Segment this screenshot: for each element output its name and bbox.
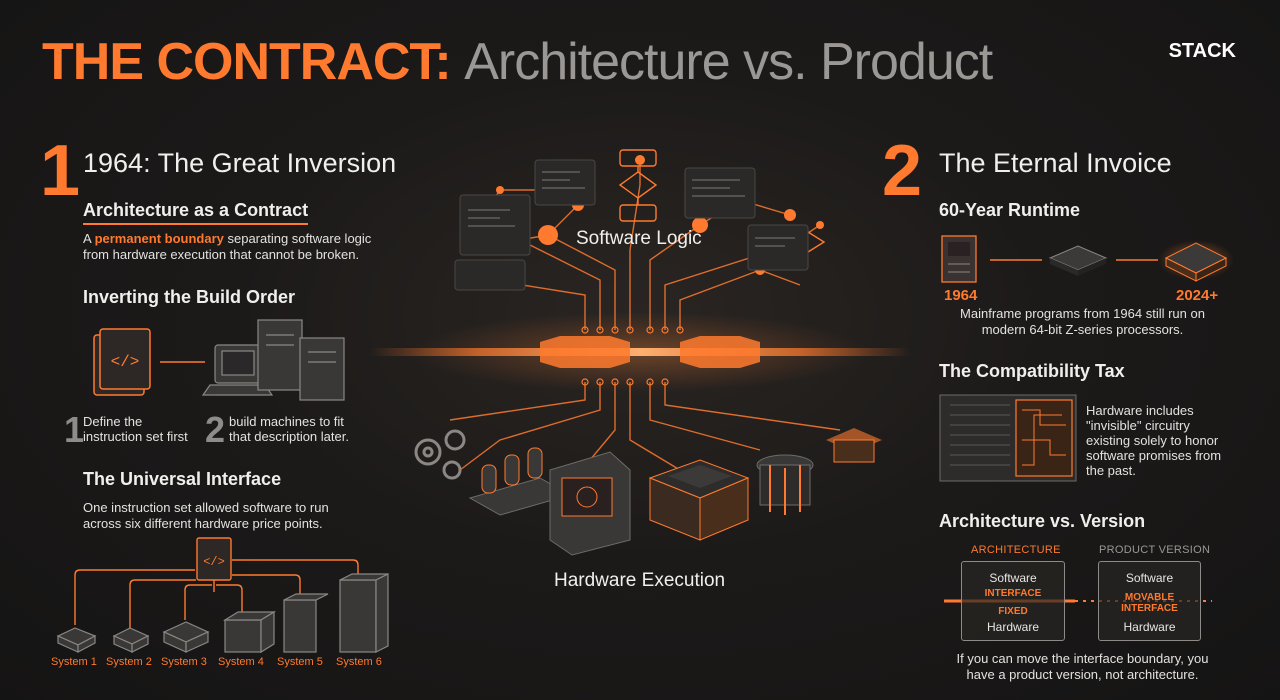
mainframe-1964-icon — [941, 235, 977, 283]
product-version-label: PRODUCT VERSION — [1099, 544, 1211, 556]
chip-modern-icon — [1158, 240, 1234, 282]
code-windows — [454, 159, 809, 291]
title-bold: THE CONTRACT: — [42, 33, 452, 91]
retro-machines-icon — [201, 319, 345, 401]
product-version-box — [1098, 561, 1201, 641]
document-code-icon: </> — [93, 328, 151, 396]
system-label: System 3 — [161, 656, 207, 668]
arch-software: Software — [989, 571, 1037, 585]
arch-version-heading: Architecture vs. Version — [939, 511, 1146, 531]
step-1-text: Define the instruction set first — [83, 414, 188, 444]
step-2-text: build machines to fit that description l… — [229, 414, 349, 444]
software-logic-label: Software Logic — [576, 228, 702, 249]
build-order-heading: Inverting the Build Order — [83, 287, 296, 307]
system-label: System 5 — [277, 656, 323, 668]
section2-title: The Eternal Invoice — [939, 148, 1172, 178]
svg-text:</>: </> — [111, 353, 140, 371]
interface-bar — [370, 348, 910, 356]
retro-computer-icon — [549, 451, 631, 556]
contract-heading: Architecture as a Contract — [83, 200, 309, 225]
title-rest: Architecture vs. Product — [464, 33, 993, 91]
architecture-label: ARCHITECTURE — [971, 544, 1061, 556]
architecture-box — [961, 561, 1065, 641]
hardware-execution-label: Hardware Execution — [554, 570, 726, 591]
cpu-chip-icon — [648, 459, 750, 541]
prod-interface: MOVABLE INTERFACE — [1121, 592, 1178, 614]
compatibility-chip-icon — [939, 394, 1077, 482]
hardware-wires — [449, 382, 841, 471]
section2-number: 2 — [882, 131, 923, 211]
year-end: 2024+ — [1176, 287, 1219, 304]
arch-fixed: FIXED — [998, 606, 1028, 617]
step-2-number: 2 — [205, 409, 226, 450]
vacuum-tubes-icon — [468, 447, 572, 516]
universal-tree — [74, 559, 359, 628]
glowing-chip-icon — [826, 428, 882, 463]
flowchart-icon — [618, 149, 658, 222]
year-start: 1964 — [944, 287, 978, 304]
arch-version-footer: If you can move the interface boundary, … — [956, 651, 1209, 682]
interface-node-right — [680, 336, 760, 368]
arch-hardware: Hardware — [986, 620, 1040, 634]
page-title: THE CONTRACT: Architecture vs. Product — [42, 32, 993, 92]
contract-text: A permanent boundary separating software… — [83, 231, 372, 262]
tax-text: Hardware includes "invisible" circuitry … — [1086, 403, 1222, 478]
system-label: System 6 — [336, 656, 382, 668]
step-1-number: 1 — [64, 409, 85, 450]
tax-heading: The Compatibility Tax — [939, 361, 1125, 381]
transistor-icon — [756, 454, 814, 515]
universal-heading: The Universal Interface — [83, 469, 282, 489]
runtime-text: Mainframe programs from 1964 still run o… — [960, 306, 1205, 337]
chip-mid-icon — [1048, 245, 1108, 276]
universal-text: One instruction set allowed software to … — [83, 500, 329, 531]
arch-interface: INTERFACE — [984, 588, 1042, 599]
system-label: System 2 — [106, 656, 152, 668]
svg-text:</>: </> — [203, 555, 225, 569]
brand-logo: STACK — [1168, 40, 1236, 62]
system-label: System 4 — [218, 656, 264, 668]
section1-title: 1964: The Great Inversion — [83, 148, 397, 178]
prod-software: Software — [1125, 571, 1174, 585]
gears-icon — [414, 429, 466, 480]
system-machines — [56, 573, 389, 654]
section1-number: 1 — [40, 131, 81, 211]
interface-node-left — [540, 336, 630, 368]
runtime-heading: 60-Year Runtime — [939, 200, 1081, 220]
system-label: System 1 — [51, 656, 97, 668]
doc-code-small-icon: </> — [196, 537, 232, 581]
prod-hardware: Hardware — [1123, 620, 1176, 634]
